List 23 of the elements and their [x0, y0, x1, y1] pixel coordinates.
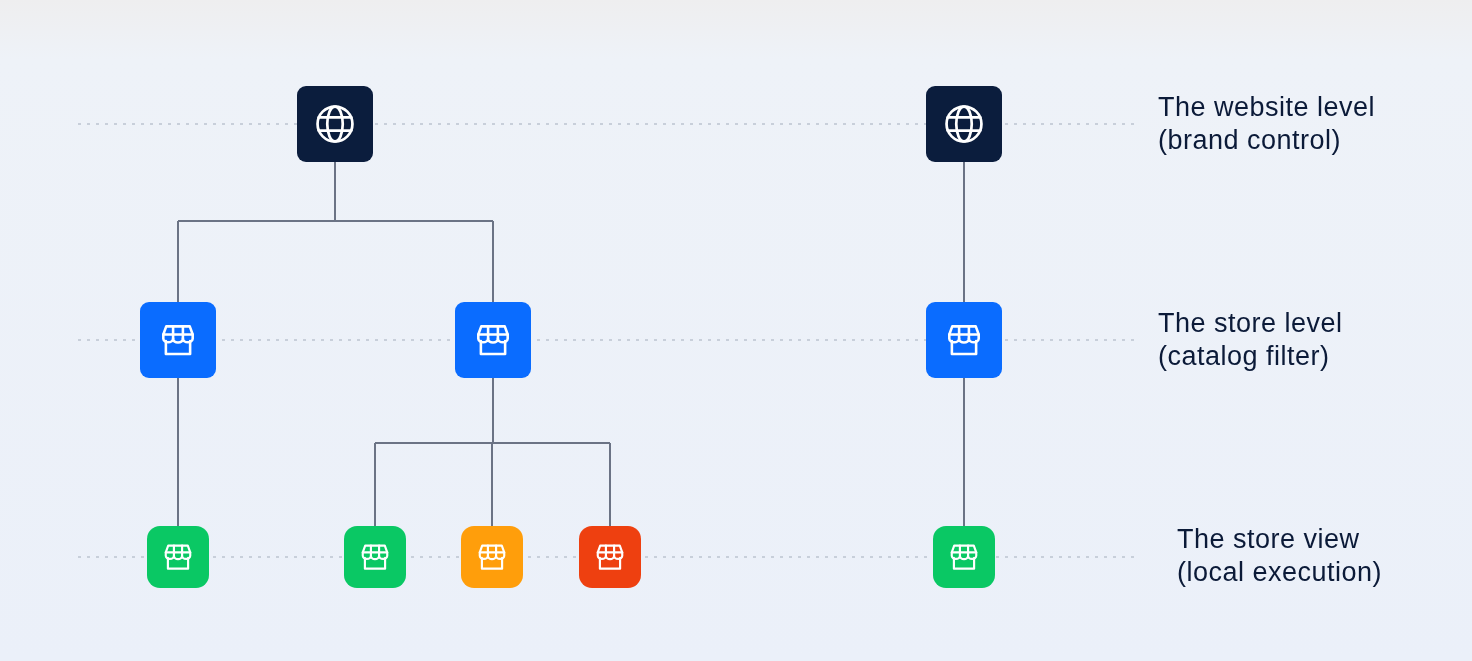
- globe-tile: [926, 86, 1002, 162]
- level-label: The store view (local execution): [1177, 523, 1384, 589]
- connector-line: [609, 442, 611, 527]
- store-tile: [344, 526, 406, 588]
- connector-line: [177, 161, 494, 222]
- level-label: The store level (catalog filter): [1158, 307, 1344, 373]
- connector-line: [374, 377, 611, 444]
- store-tile: [140, 302, 216, 378]
- store-tile: [926, 302, 1002, 378]
- store-tile: [461, 526, 523, 588]
- connector-line: [492, 220, 494, 303]
- store-tile: [933, 526, 995, 588]
- connector-line: [963, 161, 965, 303]
- level-label: The website level (brand control): [1158, 91, 1377, 157]
- connector-line: [177, 377, 179, 527]
- store-tile: [579, 526, 641, 588]
- globe-tile: [297, 86, 373, 162]
- connector-line: [963, 377, 965, 527]
- store-tile: [147, 526, 209, 588]
- store-tile: [455, 302, 531, 378]
- connector-line: [491, 442, 493, 527]
- connector-line: [374, 442, 376, 527]
- connector-line: [177, 220, 179, 303]
